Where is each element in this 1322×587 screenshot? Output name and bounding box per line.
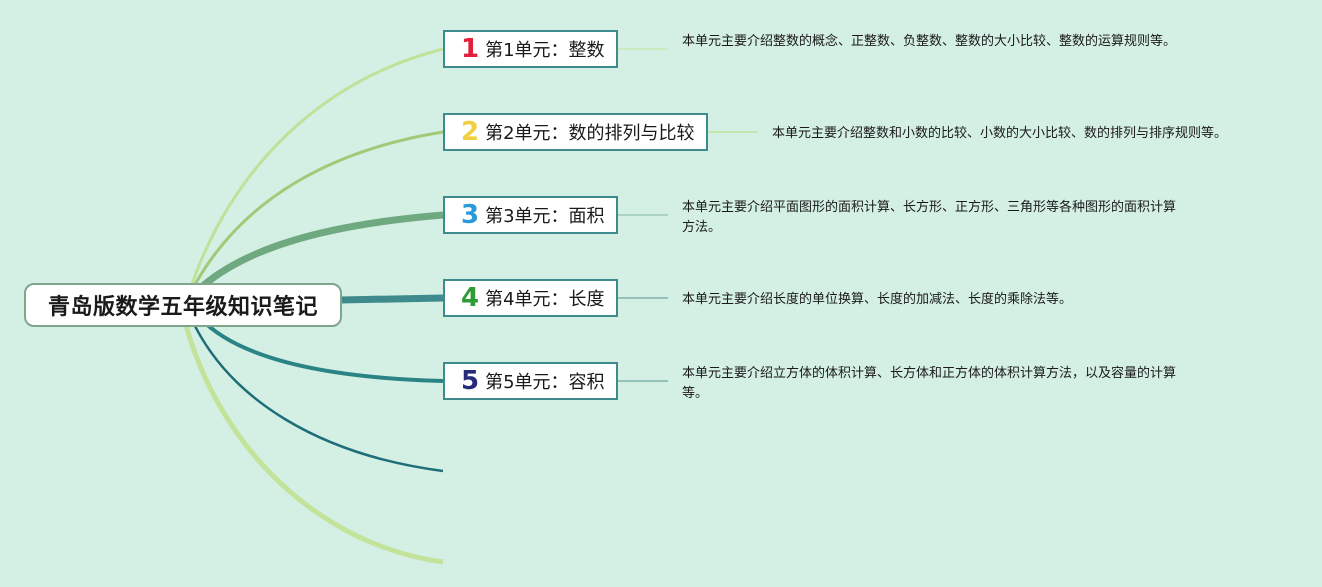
unit-number-5: 5 (461, 366, 480, 396)
unit-description-5: 本单元主要介绍立方体的体积计算、长方体和正方体的体积计算方法，以及容量的计算等。 (682, 366, 1177, 401)
branch-empty-7 (182, 321, 444, 565)
unit-node-3[interactable]: 3 第3单元：面积 (443, 196, 618, 234)
branch-unit-1 (188, 47, 444, 291)
unit-description-2: 本单元主要介绍整数和小数的比较、小数的大小比较、数的排列与排序规则等。 (772, 126, 1228, 141)
unit-number-4: 4 (461, 283, 480, 313)
unit-title-1: 第1单元：整数 (485, 40, 605, 61)
unit-node-5[interactable]: 5 第5单元：容积 (443, 362, 618, 400)
unit-node-2[interactable]: 2 第2单元：数的排列与比较 (443, 113, 708, 151)
unit-title-5: 第5单元：容积 (485, 372, 605, 393)
unit-title-2: 第2单元：数的排列与比较 (485, 123, 695, 144)
root-title: 青岛版数学五年级知识笔记 (47, 295, 318, 320)
unit-description-3: 本单元主要介绍平面图形的面积计算、长方形、正方形、三角形等各种图形的面积计算方法… (682, 200, 1177, 235)
branch-empty-6 (190, 319, 444, 473)
unit-title-3: 第3单元：面积 (485, 206, 605, 227)
unit-number-1: 1 (461, 34, 480, 64)
unit-node-1[interactable]: 1 第1单元：整数 (443, 30, 618, 68)
branch-unit-4 (339, 294, 444, 304)
unit-node-4[interactable]: 4 第4单元：长度 (443, 279, 618, 317)
branch-unit-3 (193, 211, 444, 295)
root-topic[interactable]: 青岛版数学五年级知识笔记 (24, 283, 342, 327)
branch-unit-5 (198, 316, 444, 383)
unit-title-4: 第4单元：长度 (485, 289, 605, 310)
unit-description-1: 本单元主要介绍整数的概念、正整数、负整数、整数的大小比较、整数的运算规则等。 (682, 34, 1177, 49)
unit-number-3: 3 (461, 200, 480, 230)
branch-unit-2 (190, 130, 444, 291)
unit-number-2: 2 (461, 117, 480, 147)
unit-description-4: 本单元主要介绍长度的单位换算、长度的加减法、长度的乘除法等。 (682, 292, 1073, 307)
